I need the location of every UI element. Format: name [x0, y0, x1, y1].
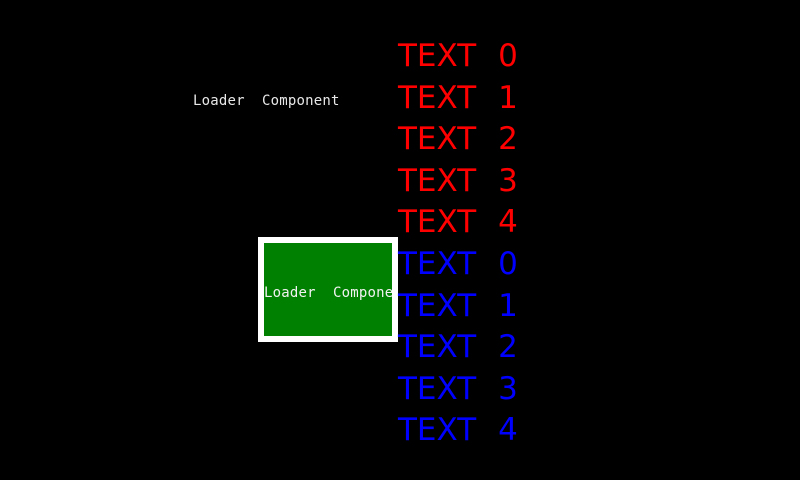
text-row-word: TEXT — [398, 204, 477, 241]
text-row-word: TEXT — [398, 245, 477, 282]
text-row-word: TEXT — [398, 329, 477, 366]
text-row: TEXT 1 — [398, 78, 598, 120]
text-row: TEXT 0 — [398, 244, 598, 286]
loader-component-box[interactable]: Loader Component — [258, 237, 398, 342]
text-row-word: TEXT — [398, 121, 477, 158]
text-row: TEXT 3 — [398, 369, 598, 411]
text-row-index: 2 — [498, 329, 518, 366]
text-row-index: 4 — [498, 412, 518, 449]
text-row-word: TEXT — [398, 412, 477, 449]
text-row-index: 0 — [498, 245, 518, 282]
text-row: TEXT 4 — [398, 202, 598, 244]
text-row: TEXT 1 — [398, 286, 598, 328]
text-row-index: 4 — [498, 204, 518, 241]
text-row-index: 2 — [498, 121, 518, 158]
text-row-index: 3 — [498, 162, 518, 199]
text-row: TEXT 3 — [398, 161, 598, 203]
text-row-word: TEXT — [398, 370, 477, 407]
text-row-index: 1 — [498, 79, 518, 116]
text-row-index: 0 — [498, 38, 518, 74]
text-row-word: TEXT — [398, 38, 477, 74]
text-row-index: 1 — [498, 287, 518, 324]
text-row: TEXT 2 — [398, 119, 598, 161]
loader-component-label-inner: Loader Component — [264, 285, 398, 301]
text-row-word: TEXT — [398, 287, 477, 324]
text-row: TEXT 0 — [398, 36, 598, 78]
text-row: TEXT 4 — [398, 410, 598, 452]
text-row-word: TEXT — [398, 79, 477, 116]
text-row-word: TEXT — [398, 162, 477, 199]
text-row-index: 3 — [498, 370, 518, 407]
text-row: TEXT 2 — [398, 327, 598, 369]
loader-component-label-top: Loader Component — [193, 93, 340, 109]
